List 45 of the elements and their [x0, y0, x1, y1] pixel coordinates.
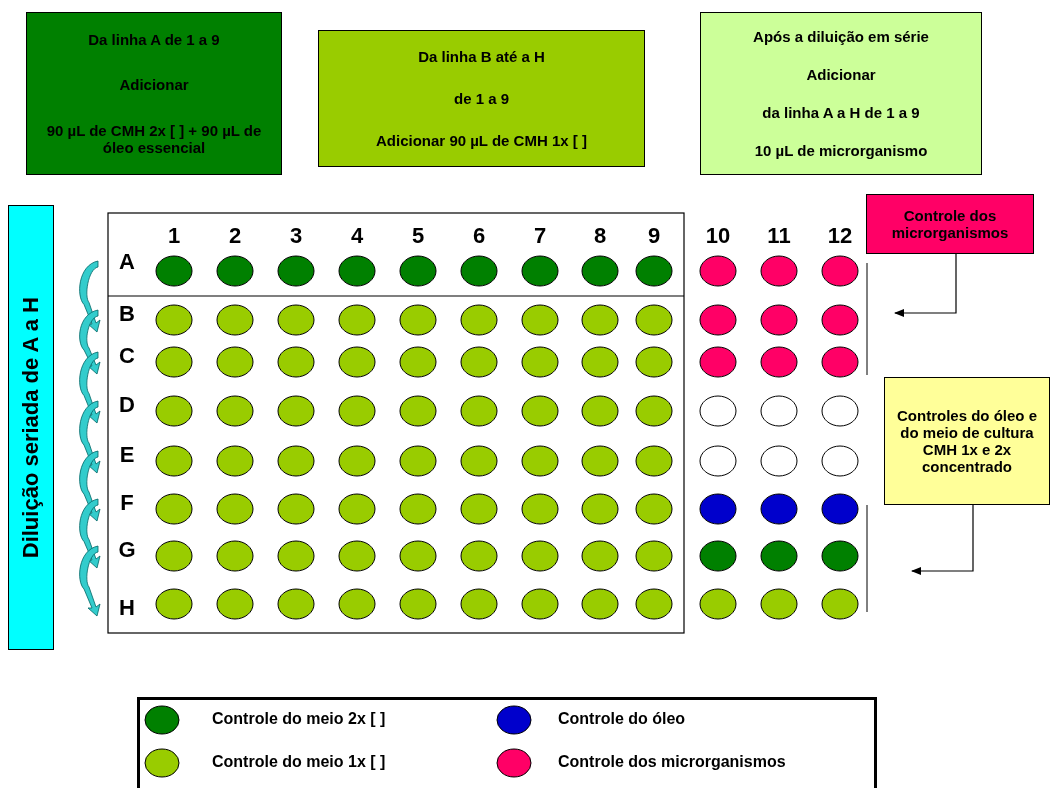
instruction-text: da linha A a H de 1 a 9 — [762, 104, 920, 122]
legend-label: Controle do óleo — [558, 710, 686, 728]
column-number: 7 — [533, 223, 547, 249]
row-letter: C — [119, 343, 135, 369]
instruction-text: de 1 a 9 — [453, 90, 509, 107]
legend-label: Controle dos microrganismos — [558, 753, 786, 771]
column-number: 10 — [705, 223, 731, 249]
instruction-text: Adicionar 90 µL de CMH 1x [ ] — [376, 132, 587, 150]
row-letter: A — [119, 249, 135, 275]
band-title: Diluição seriada de A a H — [18, 296, 44, 559]
column-number: 4 — [350, 223, 364, 249]
row-letter: B — [119, 301, 135, 327]
column-number: 9 — [647, 223, 661, 249]
instruction-box — [700, 12, 982, 175]
column-number: 6 — [472, 223, 486, 249]
row-letter: G — [118, 537, 136, 563]
legend-label: Controle do meio 2x [ ] — [212, 710, 386, 728]
instruction-text: 90 µL de CMH 2x [ ] + 90 µL de óleo essencial — [45, 121, 263, 156]
instruction-text: Da linha A de 1 a 9 — [88, 31, 220, 49]
column-number: 11 — [767, 223, 791, 249]
row-letter: D — [119, 392, 135, 418]
column-number: 2 — [228, 223, 242, 249]
row-letter: E — [119, 442, 135, 468]
instruction-text: Após a diluição em série — [753, 27, 929, 45]
instruction-box — [26, 12, 282, 175]
legend-label: Controle do meio 1x [ ] — [212, 753, 386, 771]
column-number: 8 — [593, 223, 607, 249]
instruction-text: Controles do óleo e do meio de cultura CMH 1x e 2x concentrado — [896, 407, 1038, 475]
instruction-text: Da linha B até a H — [418, 47, 545, 65]
instruction-box — [318, 30, 645, 167]
column-number: 5 — [411, 223, 425, 249]
instruction-text: Adicionar — [806, 65, 876, 83]
side-band — [8, 205, 54, 650]
instruction-text: Adicionar — [119, 76, 189, 94]
instruction-text: 10 µL de microrganismo — [754, 142, 928, 160]
callout-box — [884, 377, 1050, 505]
leader-line — [894, 253, 957, 317]
leader-line — [911, 504, 974, 575]
column-number: 12 — [827, 223, 853, 249]
row-letter: F — [120, 490, 134, 516]
column-number: 3 — [289, 223, 303, 249]
row-letter: H — [119, 595, 135, 621]
callout-box — [866, 194, 1034, 254]
instruction-text: Controle dos microrganismos — [890, 207, 1010, 241]
column-number: 1 — [167, 223, 181, 249]
